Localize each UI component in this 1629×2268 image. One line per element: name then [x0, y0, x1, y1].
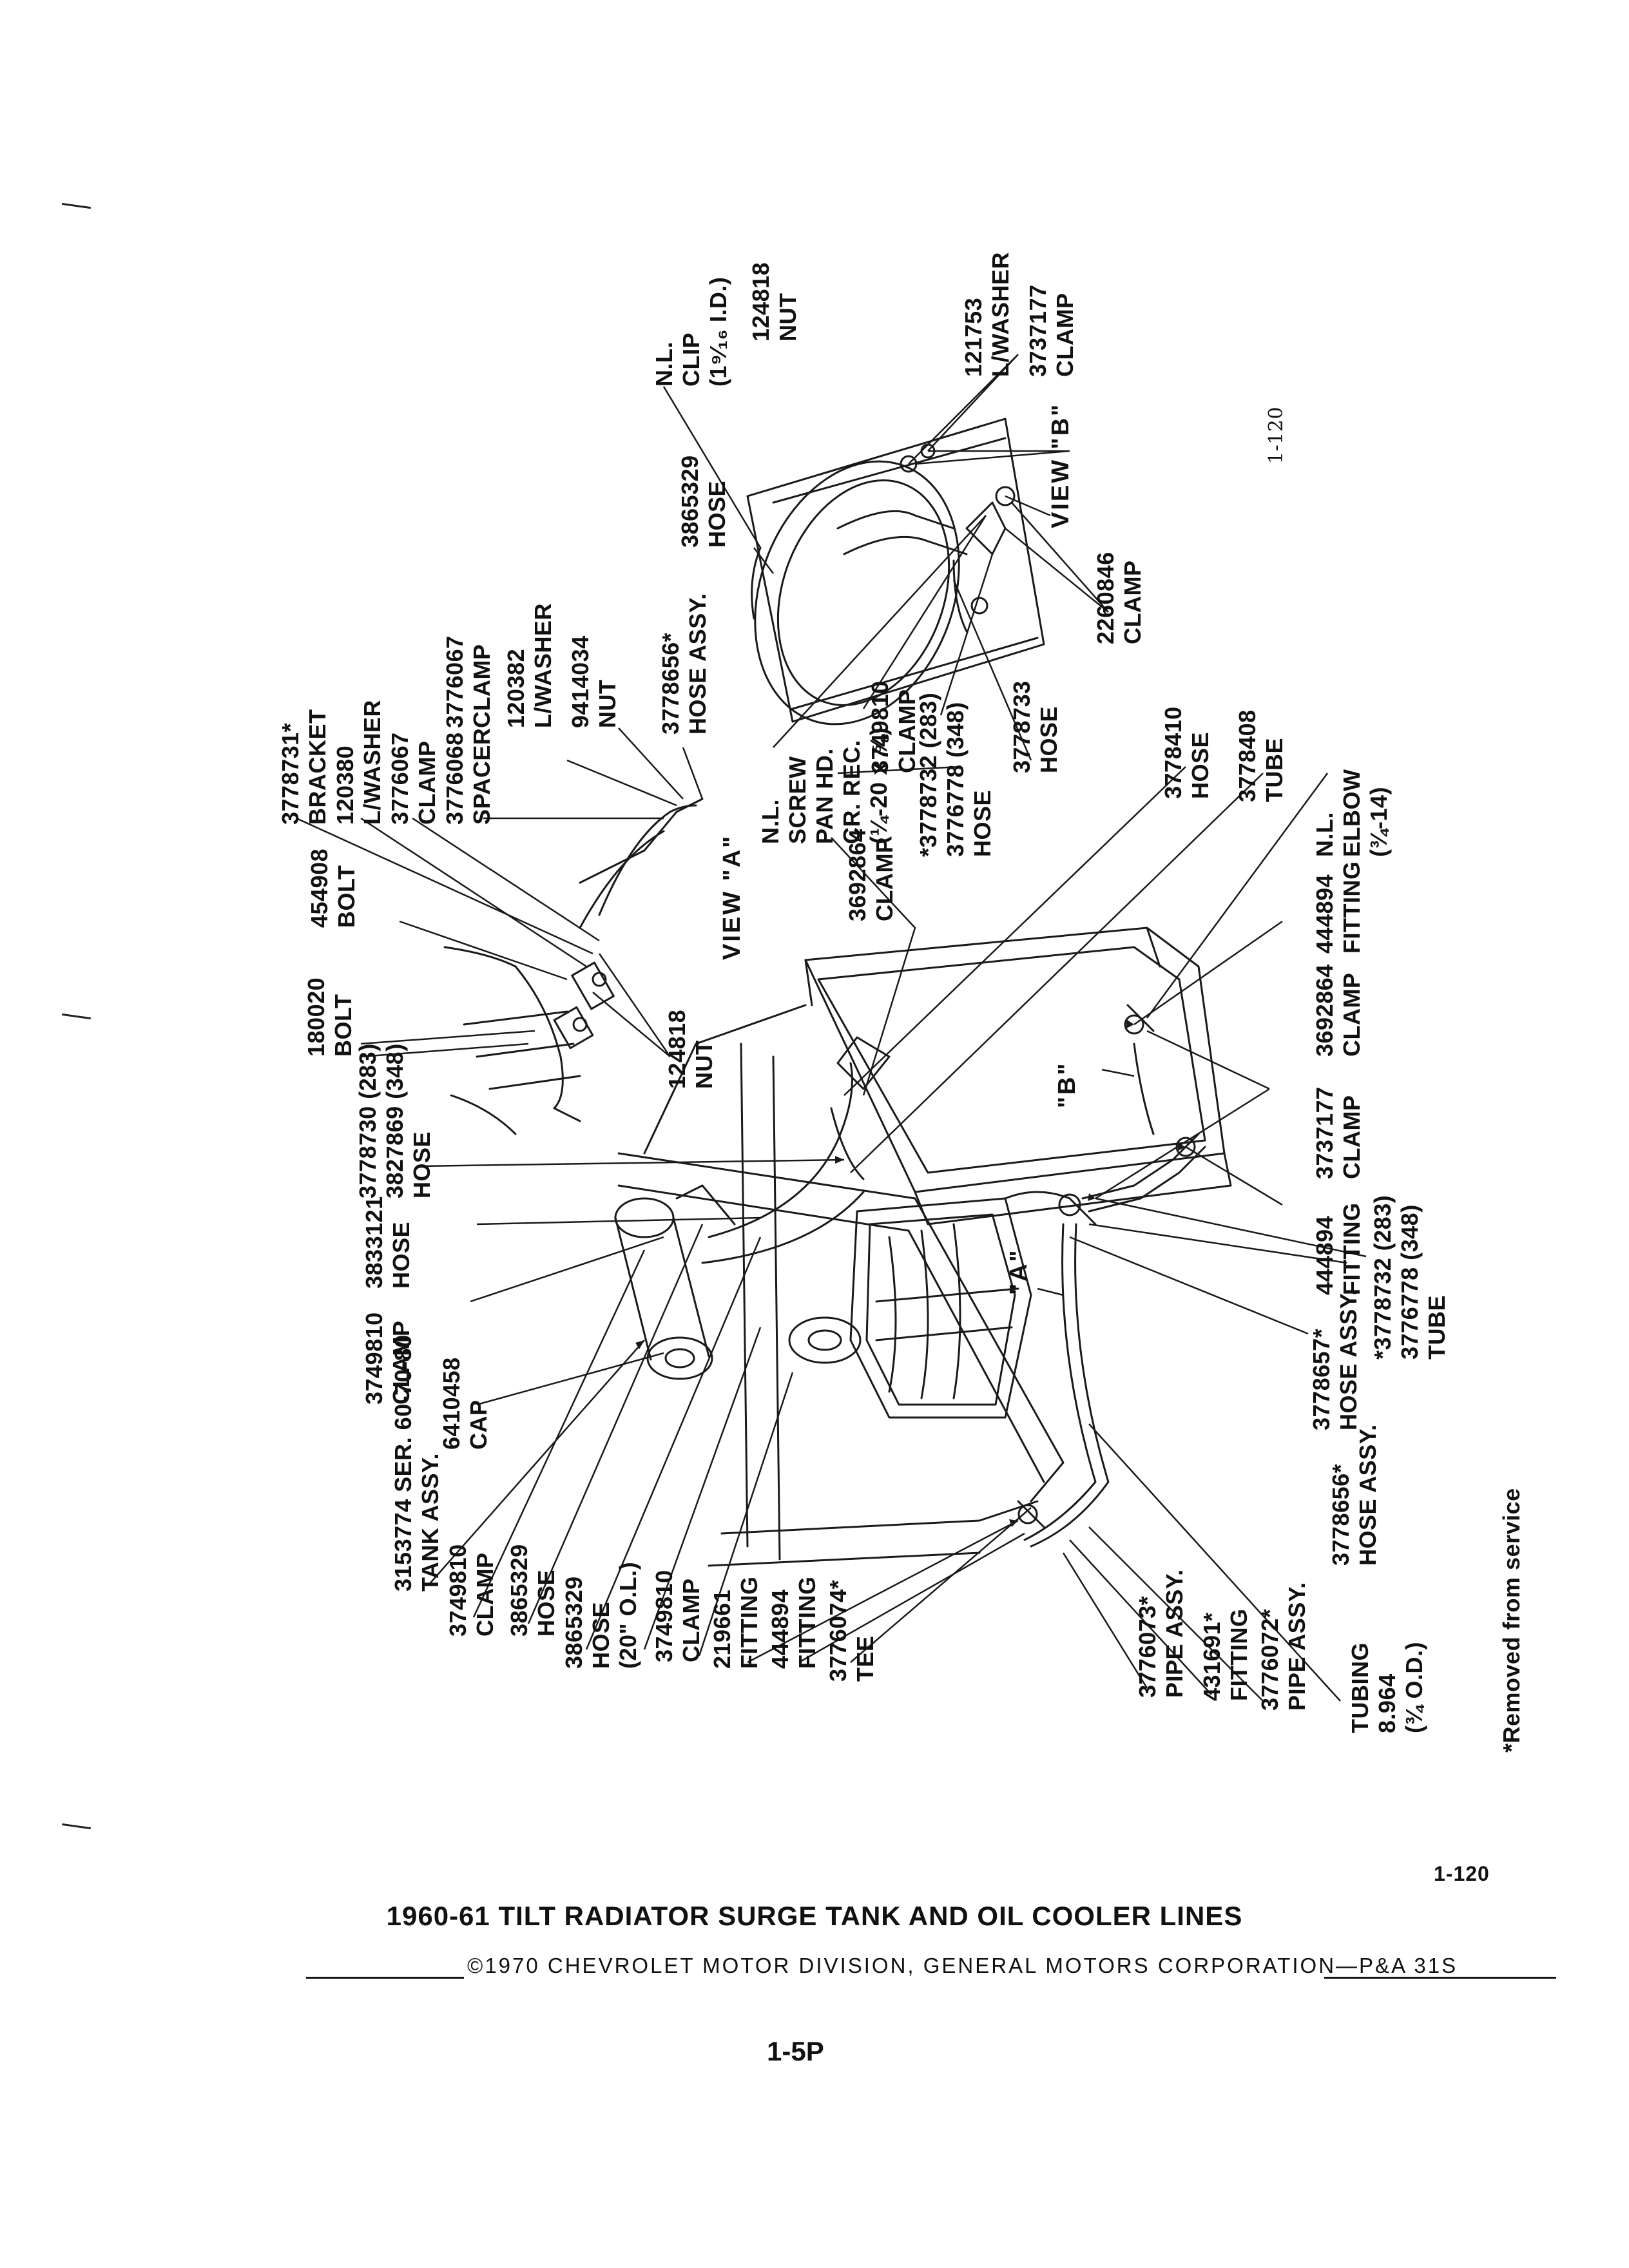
label-fitting-431691: 431691*FITTING — [1199, 1608, 1252, 1701]
page-code: 1-5P — [767, 2036, 824, 2066]
exploded-view-illustration — [296, 354, 1367, 1702]
view-a-title: VIEW "A" — [718, 834, 746, 960]
label-hose-assy-3778656-b: 3778656*HOSE ASSY. — [1327, 1424, 1381, 1566]
label-pipe-assy-3776072: 3776072*PIPE ASSY. — [1257, 1582, 1310, 1711]
view-a-marker: "A" — [1005, 1248, 1032, 1295]
footnote: *Removed from service — [1498, 1488, 1525, 1753]
label-hose-assy-3778657: 3778657*HOSE ASSY. — [1308, 1289, 1362, 1430]
view-b-title: VIEW "B" — [1047, 402, 1074, 528]
label-pipe-assy-3776073: 3776073*PIPE ASSY. — [1134, 1569, 1188, 1698]
label-tube-3778732: *3778732 (283)3776778 (348)TUBE — [1369, 1195, 1450, 1360]
view-b-ref: 1-120 — [1265, 407, 1287, 464]
view-b-marker: "B" — [1054, 1061, 1081, 1108]
label-hose-assy-3778656-a: 3778656*HOSE ASSY. — [657, 593, 711, 735]
copyright: ©1970 CHEVROLET MOTOR DIVISION, GENERAL … — [467, 1954, 1458, 1977]
label-hose-3778730: 3778730 (283)3827869 (348)HOSE — [354, 1043, 435, 1198]
label-tee-3776074: 3776074*TEE — [825, 1579, 878, 1682]
page-title: 1960-61 TILT RADIATOR SURGE TANK AND OIL… — [386, 1901, 1243, 1931]
label-clip-nl: N.L.CLIP(1⁹⁄₁₆ I.D.) — [651, 276, 731, 387]
rule-right — [1324, 1977, 1556, 1979]
figure-ref: 1-120 — [1434, 1862, 1490, 1885]
label-bracket-3778731: 3778731*BRACKET — [277, 709, 331, 825]
label-hose-3778732: *3778732 (283)3776778 (348)HOSE — [915, 692, 996, 857]
label-elbow-nl: N.L.ELBOW(¾-14) — [1311, 769, 1392, 857]
rule-left — [306, 1977, 464, 1979]
